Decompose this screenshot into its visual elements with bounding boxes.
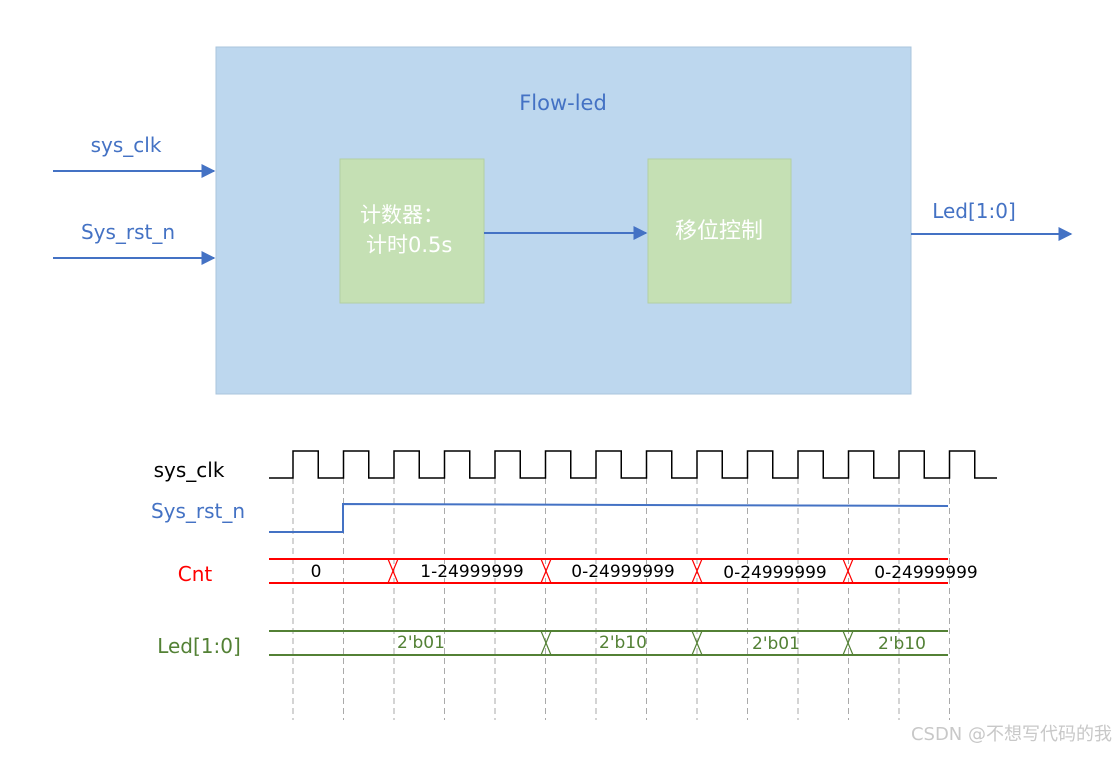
cnt-transition-1 (387, 558, 399, 584)
watermark: CSDN @不想写代码的我 (911, 724, 1112, 745)
cnt-value: 0-24999999 (723, 563, 826, 583)
cnt-transition-2 (540, 558, 552, 584)
cnt-value: 1-24999999 (420, 562, 523, 582)
sys-clk-waveform (269, 450, 997, 479)
led-value: 2'b10 (599, 633, 647, 653)
led-transition-1 (540, 630, 552, 656)
output-label-led: Led[1:0] (932, 199, 1016, 223)
cnt-bus: 0 1-24999999 0-24999999 0-24999999 0-249… (269, 558, 978, 584)
signal-label-sys-clk: sys_clk (154, 458, 225, 482)
led-value: 2'b10 (878, 634, 926, 654)
counter-block-line1: 计数器： (360, 203, 444, 227)
cnt-transition-3 (691, 558, 703, 584)
signal-label-sys-rst-n: Sys_rst_n (151, 499, 245, 523)
module-label: Flow-led (519, 91, 607, 115)
cnt-value: 0-24999999 (874, 563, 977, 583)
signal-label-led: Led[1:0] (157, 634, 241, 658)
input-label-sys-rst-n: Sys_rst_n (81, 220, 175, 244)
timing-diagram: sys_clk Sys_rst_n Cnt Led[1:0] 0 1-24999… (151, 450, 997, 720)
block-diagram: Flow-led sys_clk Sys_rst_n 计数器： 计时0.5s 移… (53, 46, 1073, 395)
led-transition-3 (842, 630, 854, 656)
led-value: 2'b01 (752, 634, 800, 654)
led-bus: 2'b01 2'b10 2'b01 2'b10 (269, 630, 948, 656)
sys-rst-n-waveform (269, 502, 949, 533)
cycle-guide-lines (292, 478, 950, 720)
cnt-value: 0 (311, 562, 322, 582)
counter-block-line2: 计时0.5s (366, 233, 452, 257)
cnt-value: 0-24999999 (571, 562, 674, 582)
cnt-transition-4 (842, 558, 854, 584)
input-label-sys-clk: sys_clk (91, 133, 162, 157)
shift-control-block (647, 158, 792, 304)
flow-led-module (215, 46, 912, 395)
counter-block (339, 158, 485, 304)
led-transition-2 (691, 630, 703, 656)
signal-label-cnt: Cnt (178, 562, 213, 586)
shift-control-label: 移位控制 (675, 219, 763, 244)
led-value: 2'b01 (397, 633, 445, 653)
